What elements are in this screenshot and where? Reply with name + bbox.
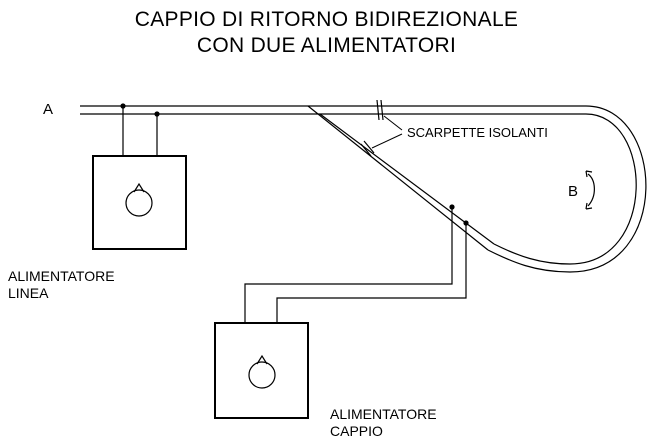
bidirectional-arrow-icon [585,170,595,210]
loop-supply-knob-icon [248,354,276,389]
loop-supply-wires [244,207,467,323]
insulating-joint-marks [360,99,384,157]
insulating-joints-leader [371,115,403,149]
diagram-title-line-2: CON DUE ALIMENTATORI [196,34,457,57]
main-track [80,105,586,115]
diagram-title-line-1: CAPPIO DI RITORNO BIDIREZIONALE [134,8,519,31]
line-supply-wires [122,106,158,156]
point-a-label: A [43,101,54,118]
insulating-joints-label: SCARPETTE ISOLANTI [407,125,548,140]
line-supply-knob-icon [125,182,153,217]
point-b-label: B [568,183,579,200]
return-loop-track [487,105,647,273]
line-supply-label-line-1: ALIMENTATORE [8,268,115,284]
loop-supply-label-line-1: ALIMENTATORE [330,406,437,422]
line-supply-box [92,155,187,250]
loop-supply-label: ALIMENTATORE CAPPIO [330,406,437,440]
line-supply-label: ALIMENTATORE LINEA [8,268,115,302]
line-supply-label-line-2: LINEA [8,285,49,301]
junction-dots [120,103,469,226]
loop-supply-label-line-2: CAPPIO [330,423,383,439]
loop-supply-box [214,322,309,419]
